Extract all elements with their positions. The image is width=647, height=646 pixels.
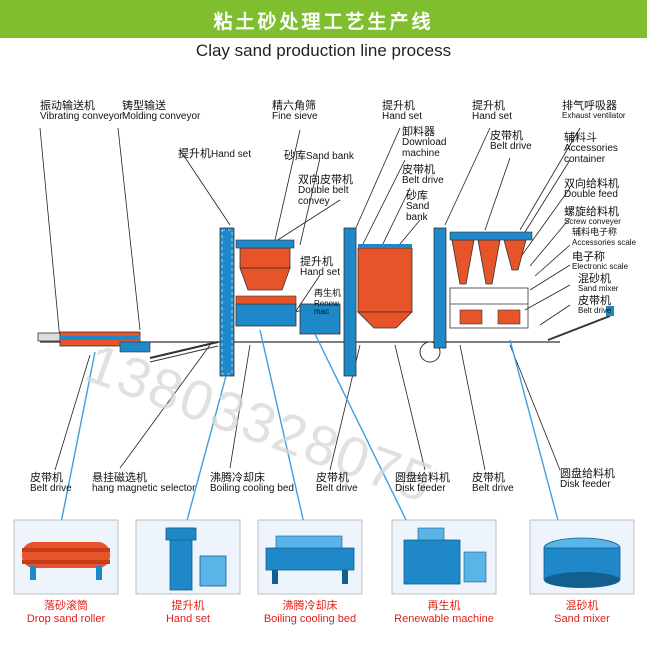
label-hand-set-mid: 提升机Hand set [178, 147, 252, 160]
page-subtitle: Clay sand production line process [195, 41, 452, 60]
photo-callouts [59, 329, 561, 529]
title-banner: 粘土砂处理工艺生产线 [0, 0, 647, 38]
page-title: 粘土砂处理工艺生产线 [213, 11, 434, 33]
label-sand-bank-1: 砂库Sand bank [284, 149, 354, 162]
leader-lines [39, 127, 581, 471]
